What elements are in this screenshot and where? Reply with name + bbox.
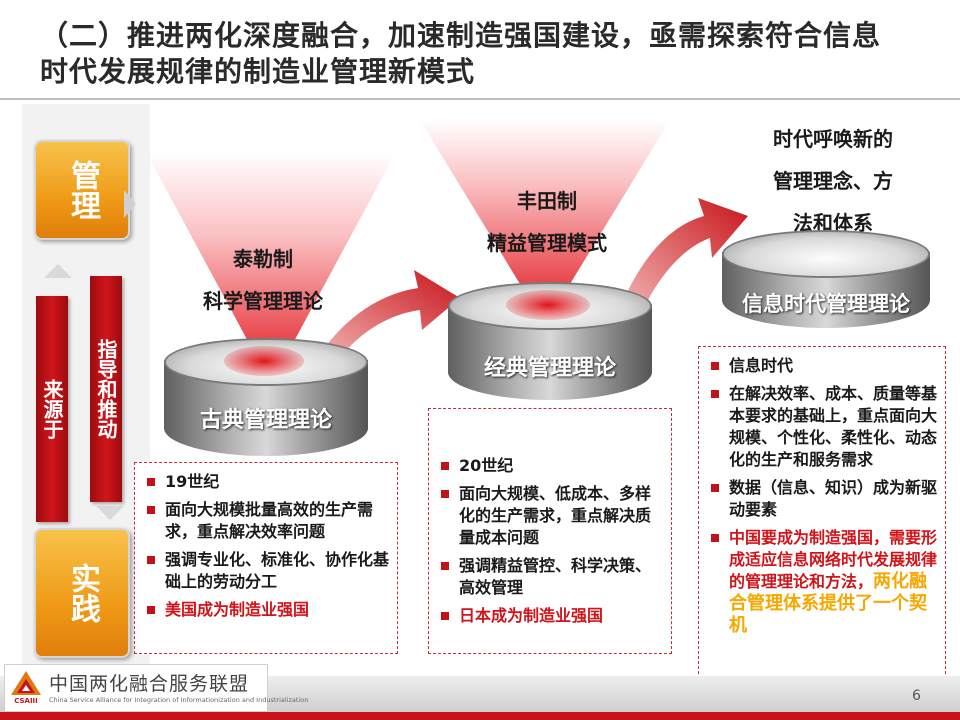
stage-2-bullet: 面向大规模、低成本、多样化的生产需求，重点解决质量成本问题 <box>437 483 663 549</box>
practice-label: 实践 <box>65 563 100 623</box>
title-line-2: 时代发展规律的制造业管理新模式 <box>40 55 476 88</box>
stage-2-heading: 丰田制 精益管理模式 <box>452 180 642 264</box>
stage-1-bullet: 强调专业化、标准化、协作化基础上的劳动分工 <box>143 549 389 593</box>
stage-2-bullet-highlight: 日本成为制造业强国 <box>437 605 663 627</box>
stage-1-info-box: 19世纪 面向大规模批量高效的生产需求，重点解决效率问题 强调专业化、标准化、协… <box>134 462 398 654</box>
guide-bar: 指导和推动 <box>90 276 122 502</box>
stage-3-bullet: 信息时代 <box>707 355 937 377</box>
page-title: （二）推进两化深度融合，加速制造强国建设，亟需探索符合信息 时代发展规律的制造业… <box>40 18 940 90</box>
source-bar: 来源于 <box>36 296 68 522</box>
stage-3-bullet: 数据（信息、知识）成为新驱动要素 <box>707 477 937 521</box>
stage-1-label-line-1: 泰勒制 <box>233 247 293 271</box>
stage-3-label-line-2: 管理理念、方 <box>773 169 893 193</box>
down-arrow-icon <box>96 506 124 520</box>
footer-accent-bar <box>0 712 960 720</box>
stage-3-final-red: 中国要成为制造强国，需要形成适应信息网络时代发展规律的管理理论和方法， <box>729 528 938 591</box>
title-line-1: （二）推进两化深度融合，加速制造强国建设，亟需探索符合信息 <box>40 19 882 52</box>
stage-1-heading: 泰勒制 科学管理理论 <box>168 238 358 322</box>
org-name-cn: 中国两化融合服务联盟 <box>49 673 250 695</box>
stage-3-heading: 时代呼唤新的 管理理念、方 法和体系 <box>728 118 938 244</box>
stage-1-label-line-2: 科学管理理论 <box>203 289 323 313</box>
page-number: 6 <box>912 688 921 704</box>
stage-2-light-spot <box>506 290 590 320</box>
stage-3-final-highlight: 两化融合管理体系提供了一个契机 <box>729 571 928 636</box>
org-name-en: China Service Alliance for Integration o… <box>49 696 309 704</box>
panel-arrow-right-icon <box>124 190 136 218</box>
practice-box: 实践 <box>34 528 130 658</box>
stage-3-bullet-list: 信息时代 在解决效率、成本、质量等基本要求的基础上，重点面向大规模、个性化、柔性… <box>707 355 937 637</box>
logo-text: CSAIII <box>14 697 38 705</box>
management-box: 管理 <box>34 140 130 240</box>
stage-1-bullet-highlight: 美国成为制造业强国 <box>143 599 389 621</box>
stage-2-bullet: 20世纪 <box>437 455 663 477</box>
stage-2-bullet: 强调精益管控、科学决策、高效管理 <box>437 555 663 599</box>
stage-2-bullet-list: 20世纪 面向大规模、低成本、多样化的生产需求，重点解决质量成本问题 强调精益管… <box>437 455 663 627</box>
alliance-logo-icon <box>11 671 41 695</box>
stage-1-bullet-list: 19世纪 面向大规模批量高效的生产需求，重点解决效率问题 强调专业化、标准化、协… <box>143 471 389 621</box>
guide-bar-label: 指导和推动 <box>94 339 118 439</box>
stage-3-label-line-1: 时代呼唤新的 <box>773 127 893 151</box>
management-label: 管理 <box>65 160 100 220</box>
source-bar-label: 来源于 <box>40 379 64 439</box>
stage-2-label-line-1: 丰田制 <box>517 189 577 213</box>
stage-3-bullet: 在解决效率、成本、质量等基本要求的基础上，重点面向大规模、个性化、柔性化、动态化… <box>707 383 937 471</box>
stage-3-info-box: 信息时代 在解决效率、成本、质量等基本要求的基础上，重点面向大规模、个性化、柔性… <box>698 346 946 684</box>
stage-1-bullet: 面向大规模批量高效的生产需求，重点解决效率问题 <box>143 499 389 543</box>
curved-arrow-1-icon <box>310 270 460 372</box>
stage-1-cylinder-label: 古典管理理论 <box>199 408 332 433</box>
up-arrow-icon <box>44 264 72 278</box>
title-divider <box>0 98 960 100</box>
stage-3-cylinder-top <box>722 230 930 278</box>
curved-arrow-2-icon <box>614 198 748 326</box>
stage-2-info-box: 20世纪 面向大规模、低成本、多样化的生产需求，重点解决质量成本问题 强调精益管… <box>428 408 672 654</box>
stage-2-cylinder-label: 经典管理理论 <box>483 356 616 381</box>
stage-2-label-line-2: 精益管理模式 <box>487 231 607 255</box>
stage-1-light-spot <box>224 346 304 376</box>
footer-logo: CSAIII 中国两化融合服务联盟 China Service Alliance… <box>4 664 308 712</box>
stage-3-cylinder-label: 信息时代管理理论 <box>742 292 910 316</box>
stage-1-bullet: 19世纪 <box>143 471 389 493</box>
stage-3-bullet-highlight: 中国要成为制造强国，需要形成适应信息网络时代发展规律的管理理论和方法，两化融合管… <box>707 527 937 637</box>
